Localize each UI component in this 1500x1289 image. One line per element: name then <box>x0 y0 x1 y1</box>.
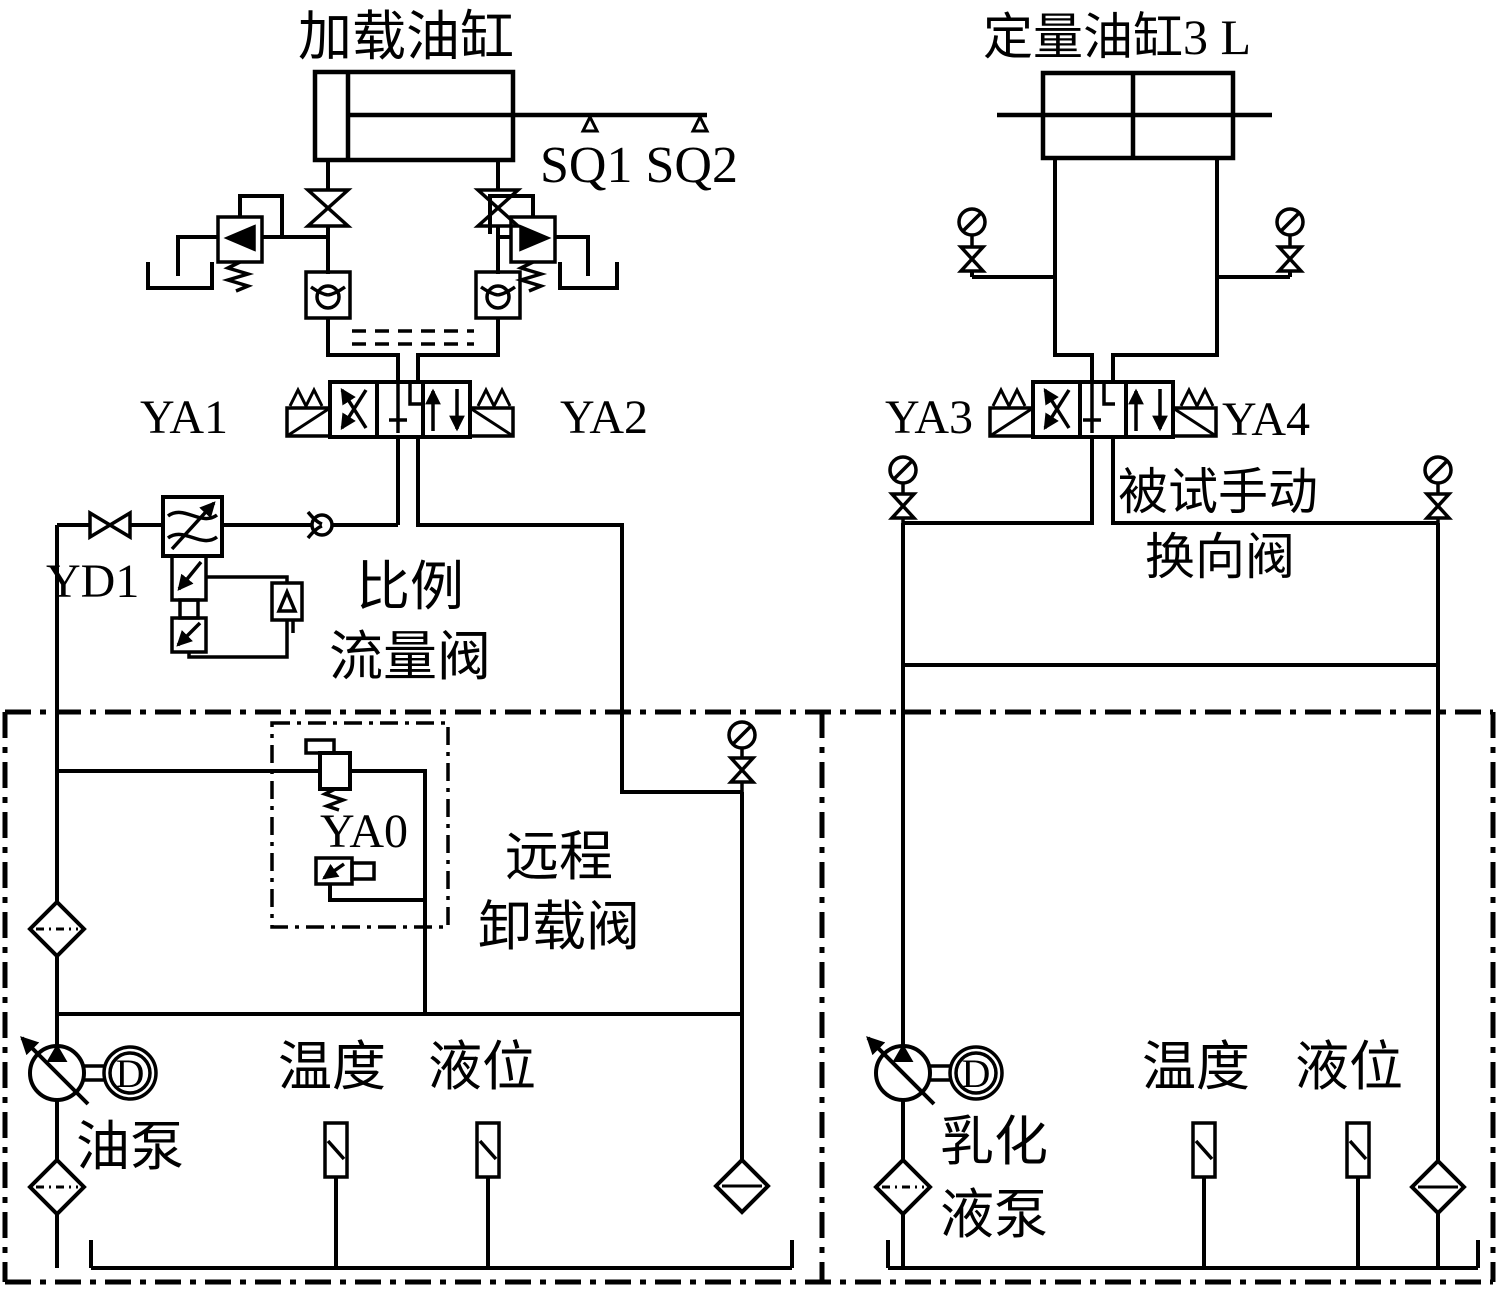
label-level-left: 液位 <box>428 1037 536 1097</box>
label-remote-unload-1: 远程 <box>505 827 613 887</box>
label-level-right: 液位 <box>1295 1037 1403 1097</box>
directional-valve-ya12 <box>285 380 515 439</box>
label-emulsion-pump-1: 乳化 <box>940 1112 1048 1172</box>
label-tested-manual-2: 换向阀 <box>1145 529 1295 585</box>
label-proportional-flow-2: 流量阀 <box>329 627 491 687</box>
label-ya2: YA2 <box>560 391 649 444</box>
emulsion-pump-symbol <box>866 1036 936 1106</box>
oil-pump-symbol <box>20 1036 90 1106</box>
filter-icons <box>27 899 1467 1217</box>
label-ya0: YA0 <box>320 805 409 858</box>
relief-valve-right <box>509 215 557 293</box>
limit-switch-icons <box>580 113 710 133</box>
metering-cylinder-symbol <box>997 70 1272 161</box>
check-valve-right <box>474 270 522 320</box>
remote-unload-valve-assembly <box>270 721 450 929</box>
temperature-sensor-icon <box>323 1121 349 1179</box>
motor-icon <box>84 1045 158 1101</box>
label-loading-cylinder: 加载油缸 <box>298 7 514 67</box>
directional-valve-ya34 <box>988 380 1218 439</box>
label-temperature-right: 温度 <box>1142 1037 1250 1097</box>
loading-cylinder-symbol <box>312 69 707 163</box>
check-valve-left <box>304 270 352 320</box>
tank-symbols <box>146 262 619 290</box>
relief-valve-left <box>216 215 264 293</box>
pressure-gauge-icons <box>727 207 1453 792</box>
temperature-sensor-icon <box>1191 1121 1217 1179</box>
label-tested-manual-1: 被试手动 <box>1118 464 1318 520</box>
level-sensor-icon <box>1345 1121 1371 1179</box>
pipes <box>55 158 1480 1270</box>
label-ya1: YA1 <box>140 391 229 444</box>
label-temperature-left: 温度 <box>278 1037 386 1097</box>
tank-borders <box>2 709 1496 1285</box>
label-yd1: YD1 <box>46 555 140 608</box>
label-limit-switches: SQ1 SQ2 <box>540 137 738 194</box>
label-proportional-flow-1: 比例 <box>356 557 464 617</box>
proportional-flow-valve-symbol <box>161 495 334 659</box>
motor-letter: D <box>962 1051 991 1096</box>
label-oil-pump: 油泵 <box>76 1117 184 1177</box>
label-ya4: YA4 <box>1222 393 1311 446</box>
label-emulsion-pump-2: 液泵 <box>940 1185 1048 1245</box>
pilot-dashed-lines <box>352 329 474 346</box>
label-metering-cylinder: 定量油缸3 L <box>983 9 1252 65</box>
motor-icon <box>930 1045 1004 1101</box>
level-sensor-icon <box>475 1121 501 1179</box>
motor-letter: D <box>116 1051 145 1096</box>
label-ya3: YA3 <box>885 391 974 444</box>
label-remote-unload-2: 卸载阀 <box>478 897 640 957</box>
